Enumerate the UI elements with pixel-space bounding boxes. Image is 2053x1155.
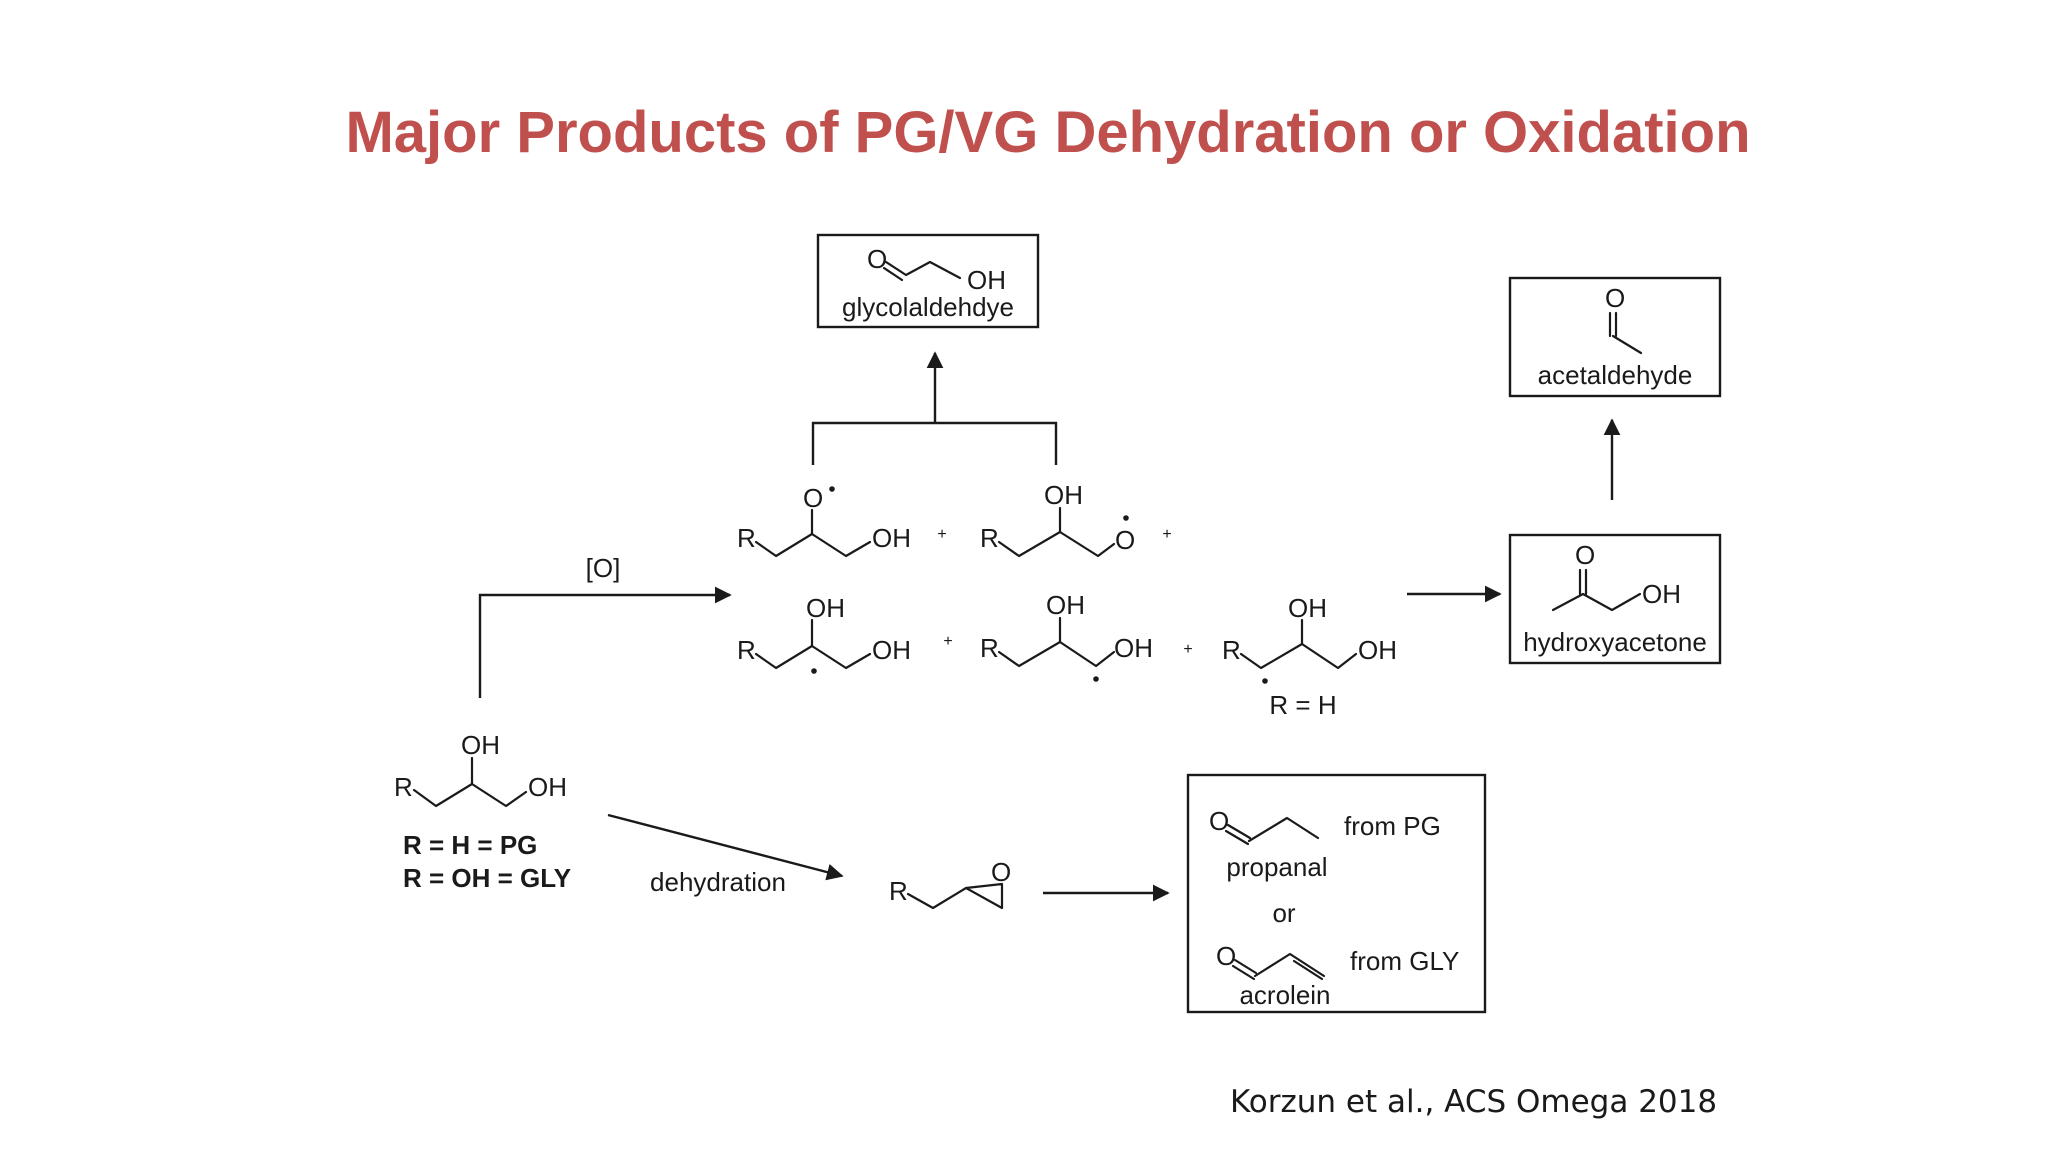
glycolaldehyde-o: O bbox=[867, 244, 887, 274]
glycolaldehyde-oh: OH bbox=[967, 265, 1006, 295]
oxidation-arrow: [O] bbox=[478, 553, 732, 698]
slide-title: Major Products of PG/VG Dehydration or O… bbox=[345, 100, 1750, 165]
acrolein-source: from GLY bbox=[1350, 946, 1459, 976]
acetaldehyde-o: O bbox=[1605, 283, 1625, 313]
alkoxy-radical-primary: R OH O bbox=[980, 480, 1135, 558]
epoxide-o: O bbox=[991, 857, 1011, 887]
plus-1: + bbox=[937, 526, 946, 543]
reactant-structure: R OH OH R = H = PG R = OH = GLY bbox=[394, 730, 571, 893]
epoxide-r: R bbox=[889, 876, 908, 906]
glycolaldehyde-name: glycolaldehdye bbox=[842, 292, 1014, 322]
condition-r-equals-h: R = H bbox=[1269, 690, 1336, 720]
radical1-r: R bbox=[737, 523, 756, 553]
acrolein-o: O bbox=[1216, 941, 1236, 971]
hydroxyacetone-box: O OH hydroxyacetone bbox=[1508, 533, 1722, 665]
propanal-name: propanal bbox=[1226, 852, 1327, 882]
propanal-o: O bbox=[1209, 806, 1229, 836]
radical5-oh-end: OH bbox=[1358, 635, 1397, 665]
glycolaldehyde-arrow bbox=[811, 351, 1058, 465]
radical2-o: O bbox=[1115, 525, 1135, 555]
radical4-r: R bbox=[980, 633, 999, 663]
radical1-o: O bbox=[803, 483, 823, 513]
plus-3: + bbox=[943, 633, 952, 650]
radical5-oh-top: OH bbox=[1288, 593, 1327, 623]
glycolaldehyde-box: O OH glycolaldehdye bbox=[816, 233, 1040, 329]
radical5-r: R bbox=[1222, 635, 1241, 665]
radical2-r: R bbox=[980, 523, 999, 553]
epoxide-structure: R O bbox=[889, 857, 1011, 910]
hydroxyacetone-oh: OH bbox=[1642, 579, 1681, 609]
dehydration-products-box: O from PG propanal or O from GLY acrolei… bbox=[1186, 773, 1487, 1014]
alkoxy-radical-secondary: R O OH bbox=[737, 483, 911, 558]
plus-4: + bbox=[1183, 641, 1192, 658]
radical3-oh-end: OH bbox=[872, 635, 911, 665]
plus-2: + bbox=[1162, 526, 1171, 543]
oxidation-reagent: [O] bbox=[586, 553, 621, 583]
acrolein-name: acrolein bbox=[1239, 980, 1330, 1010]
radical4-oh-end: OH bbox=[1114, 633, 1153, 663]
reactant-r: R bbox=[394, 772, 413, 802]
reactant-label-pg: R = H = PG bbox=[403, 830, 537, 860]
propanal-source: from PG bbox=[1344, 811, 1441, 841]
dehydration-arrow: dehydration bbox=[607, 813, 844, 897]
radical3-r: R bbox=[737, 635, 756, 665]
reactant-oh-top: OH bbox=[461, 730, 500, 760]
acetaldehyde-name: acetaldehyde bbox=[1538, 360, 1693, 390]
reactant-label-gly: R = OH = GLY bbox=[403, 863, 571, 893]
dehydration-label: dehydration bbox=[650, 867, 786, 897]
carbon-radical-1: R OH OH bbox=[737, 593, 911, 674]
carbon-radical-2: R OH OH bbox=[980, 590, 1153, 682]
carbon-radical-3: R OH OH bbox=[1222, 593, 1397, 684]
radical2-oh: OH bbox=[1044, 480, 1083, 510]
radical3-oh-top: OH bbox=[806, 593, 845, 623]
citation: Korzun et al., ACS Omega 2018 bbox=[1230, 1084, 1717, 1120]
radical1-oh: OH bbox=[872, 523, 911, 553]
or-label: or bbox=[1272, 898, 1295, 928]
hydroxyacetone-o: O bbox=[1575, 540, 1595, 570]
reactant-oh-end: OH bbox=[528, 772, 567, 802]
radical4-oh-top: OH bbox=[1046, 590, 1085, 620]
acetaldehyde-box: O acetaldehyde bbox=[1508, 276, 1722, 398]
hydroxyacetone-name: hydroxyacetone bbox=[1523, 627, 1707, 657]
